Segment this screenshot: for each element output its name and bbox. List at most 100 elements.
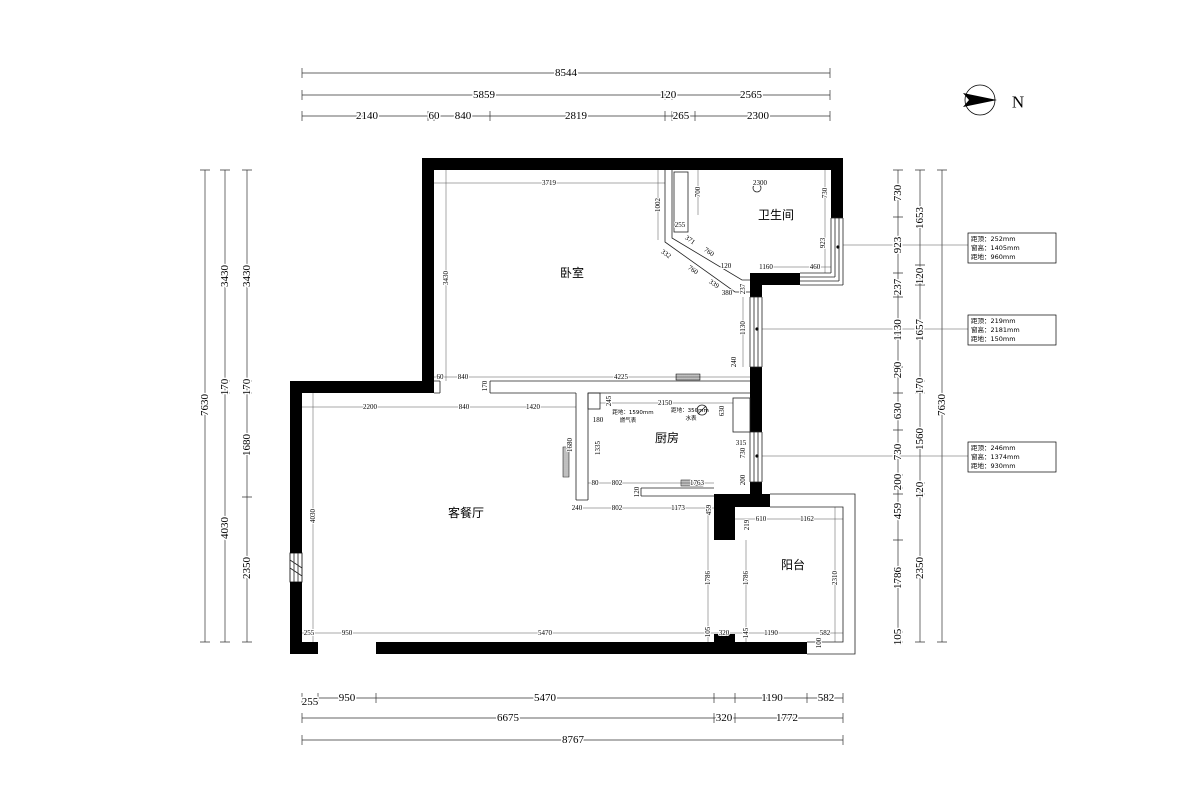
dim-label: 923: [892, 236, 904, 253]
dim-label: 120: [914, 481, 926, 498]
interior-dim-label: 2150: [658, 399, 673, 407]
partition-bathroom: [664, 170, 750, 293]
radiator-icon: [562, 446, 570, 478]
dim-label: 200: [892, 473, 904, 490]
interior-dim-label: 459: [705, 504, 713, 515]
wall-right-1: [750, 285, 762, 297]
interior-dim-label: 1160: [759, 263, 773, 271]
interior-dim-label: 5470: [538, 629, 553, 637]
interior-dim-label: 339: [707, 278, 721, 291]
interior-dim-label: 60: [437, 373, 445, 381]
interior-dim-label: 2310: [831, 571, 839, 586]
dim-label: 730: [892, 184, 904, 201]
dim-label: 2300: [747, 110, 770, 122]
window-info-floor: 距地：960mm: [971, 252, 1016, 261]
interior-dim-label: 923: [819, 237, 827, 248]
dim-label: 5859: [473, 89, 496, 101]
room-label-living-dining: 客餐厅: [448, 505, 484, 520]
dim-label: 3430: [241, 265, 253, 288]
dim-label: 582: [818, 692, 835, 704]
interior-dim-label: 245: [605, 395, 613, 406]
interior-dim-label: 1763: [690, 479, 705, 487]
gas-meter-height: 距地：1590mm: [612, 408, 653, 416]
dim-label: 2140: [356, 110, 379, 122]
dim-label: 1680: [241, 434, 253, 457]
interior-dim-label: 80: [592, 479, 600, 487]
window-living: [289, 552, 303, 583]
interior-dim-label: 3719: [542, 179, 557, 187]
balcony-railing-outer: [770, 493, 856, 655]
dim-label: 3430: [219, 265, 231, 288]
dim-line-top-2: [301, 90, 831, 100]
window-living-panes: [289, 553, 303, 582]
dim-label: 2350: [241, 557, 253, 580]
wall-living-left: [290, 381, 302, 654]
dim-label: 1657: [914, 319, 926, 342]
wall-balcony-bottom-block: [714, 634, 735, 644]
interior-dim-label: 1786: [704, 571, 712, 586]
window-info-height: 窗高：1405mm: [971, 243, 1020, 252]
dim-label: 265: [673, 110, 690, 122]
interior-dim-label: 730: [739, 447, 747, 458]
toilet-icon: [752, 183, 762, 193]
interior-dim-label: 1162: [800, 515, 814, 523]
dim-line-top-3: [301, 111, 831, 121]
dim-line-top-1: [301, 68, 831, 78]
dim-line-left-2: [220, 169, 230, 643]
bottom-dimension-lines: [301, 693, 844, 745]
interior-dim-label: 100: [815, 637, 823, 648]
windows: [289, 217, 844, 583]
interior-dim-label: 255: [675, 221, 686, 229]
window-info-height: 窗高：1374mm: [971, 452, 1020, 461]
walls: [290, 158, 843, 654]
dim-label: 6675: [497, 712, 520, 724]
window-info-box: 距顶：246mm 窗高：1374mm 距地：930mm: [967, 441, 1057, 473]
interior-dim-label: 219: [743, 519, 751, 530]
dim-line-bottom-3: [301, 735, 844, 745]
interior-dim-label: 180: [593, 416, 604, 424]
interior-dim-label: 760: [702, 246, 716, 259]
radiator-icon: [675, 373, 701, 381]
dim-label: 2350: [914, 557, 926, 580]
wall-bathroom-bottom: [750, 273, 800, 285]
dim-line-right-3: [937, 169, 947, 643]
interior-dim-label: 105: [704, 626, 712, 637]
dim-label: 170: [914, 377, 926, 394]
partition-kitchen-bottom: [640, 487, 714, 497]
dim-label: 950: [339, 692, 356, 704]
dim-label: 1786: [892, 567, 904, 590]
dim-label: 1130: [892, 319, 904, 341]
wall-bedroom-left: [422, 158, 434, 393]
dim-label: 1560: [914, 428, 926, 451]
window-bathroom: [800, 217, 844, 286]
dim-label: 120: [914, 267, 926, 284]
dim-label: 7630: [199, 394, 211, 417]
interior-dim-label: 4225: [614, 373, 629, 381]
north-label: N: [1012, 93, 1024, 112]
interior-dim-label: 380: [722, 289, 733, 297]
wall-top: [422, 158, 843, 170]
window-info-floor: 距地：930mm: [971, 461, 1016, 470]
balcony-railing-inner: [770, 506, 844, 643]
interior-dim-label: 1420: [526, 403, 541, 411]
interior-dim-label: 840: [459, 403, 470, 411]
room-label-kitchen: 厨房: [655, 430, 679, 445]
partition-kitchen-left: [575, 393, 589, 501]
interior-dim-label: 315: [736, 439, 747, 447]
interior-dim-label: 1130: [739, 321, 747, 335]
dim-label: 1190: [761, 692, 783, 704]
right-dimension-lines: [893, 169, 947, 643]
interior-dim-label: 255: [304, 629, 315, 637]
window-kitchen: [749, 431, 763, 483]
wall-balcony-block: [714, 494, 770, 540]
interior-dim-label: 332: [659, 248, 673, 261]
interior-dim-label: 700: [694, 186, 702, 197]
kitchen-shaft: [587, 392, 601, 410]
dim-label: 8767: [562, 734, 585, 746]
kitchen-cabinet: [732, 397, 751, 433]
wall-bottom: [376, 642, 807, 654]
radiator-icon: [680, 479, 704, 487]
wall-bottom-left: [290, 642, 318, 654]
dim-label: 730: [892, 443, 904, 460]
